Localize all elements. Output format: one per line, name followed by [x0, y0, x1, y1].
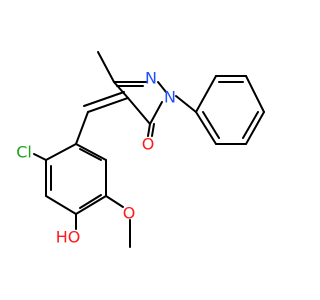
atom-n-imine: N — [145, 69, 157, 88]
atom-o-methoxy: O — [123, 204, 136, 223]
bond-c5-o-double — [151, 123, 155, 137]
structure-diagram: N N O Cl O HO — [16, 51, 265, 248]
bond-aryl-inner-2 — [79, 194, 102, 209]
bond-layer — [33, 51, 265, 248]
bond-n1-c5 — [149, 101, 163, 125]
bond-phenyl-6-1 — [195, 111, 217, 145]
atom-n-phenyl: N — [164, 88, 176, 107]
atom-label-layer: N N O Cl O HO — [16, 69, 176, 247]
bond-c4-ch-double — [83, 91, 125, 107]
bond-c5-o — [147, 123, 151, 137]
bond-phenyl-3-4 — [245, 75, 265, 113]
bond-aryl-cl — [33, 153, 47, 161]
bond-phenyl-1-2 — [195, 75, 217, 113]
bond-c4-ch — [87, 97, 129, 113]
bond-c5-c4 — [127, 97, 151, 125]
bond-c4-c3 — [113, 81, 129, 99]
atom-o-carbonyl: O — [142, 135, 155, 154]
bond-phenyl-inner-2 — [242, 111, 259, 139]
molecule-canvas: N N O Cl O HO — [16, 51, 265, 248]
bond-aryl-4-5 — [75, 195, 107, 215]
bond-n2-n1 — [157, 81, 167, 93]
bond-aryl-1-2 — [45, 143, 77, 161]
bond-aryl-inner-3 — [79, 148, 102, 161]
bond-aryl-omethoxy — [105, 195, 124, 208]
bond-phenyl-inner-3 — [202, 111, 220, 139]
bond-aryl-6-1 — [75, 143, 107, 161]
atom-cl: Cl — [16, 143, 32, 162]
bond-ch-aryl — [75, 111, 89, 145]
atom-ho: HO — [56, 228, 81, 247]
bond-n1-phenyl — [175, 95, 197, 113]
bond-phenyl-4-5 — [245, 111, 265, 145]
bond-aryl-3-4 — [45, 195, 77, 215]
bond-methyl-c3 — [97, 51, 115, 83]
